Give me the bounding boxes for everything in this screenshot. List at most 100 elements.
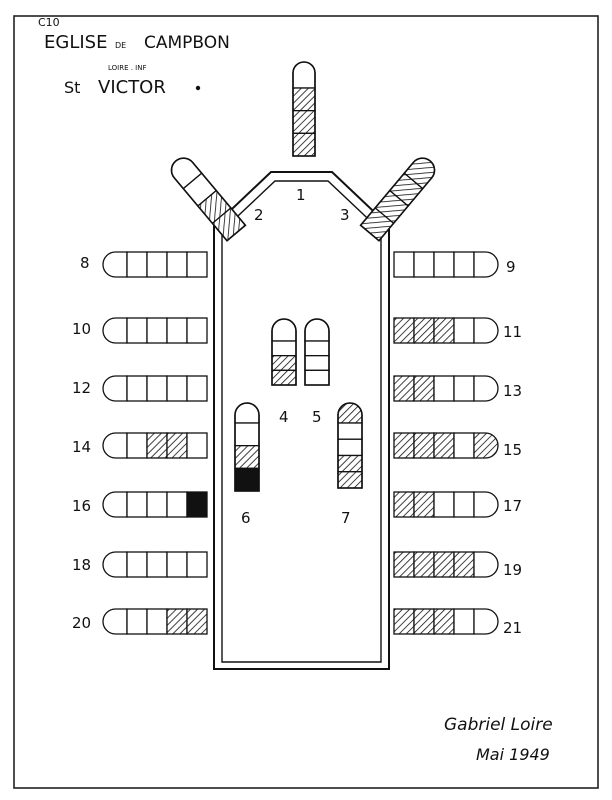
window-cell: [393, 375, 415, 402]
window-cell: [166, 608, 188, 635]
window-cell: [234, 422, 260, 447]
window-cell: [102, 491, 128, 518]
window-outline: [304, 318, 330, 386]
window-cell: [292, 87, 316, 112]
window-cell: [102, 251, 128, 278]
window-cell: [473, 608, 499, 635]
window-cell: [126, 375, 148, 402]
window-cell: [433, 551, 455, 578]
window-cell: [126, 491, 148, 518]
window-outline: [292, 61, 316, 157]
window-21: [393, 608, 499, 635]
window-cell: [393, 251, 415, 278]
window-cell: [102, 375, 128, 402]
window-cell: [304, 340, 330, 357]
window-cell: [453, 317, 475, 344]
window-number-12: 12: [72, 379, 91, 397]
window-cell: [453, 491, 475, 518]
window-17: [393, 491, 499, 518]
window-cell: [166, 317, 188, 344]
window-cell: [433, 251, 455, 278]
window-cell: [433, 432, 455, 459]
window-outline: [359, 157, 436, 242]
title-place: CAMPBON: [144, 33, 230, 53]
window-number-1: 1: [296, 186, 306, 204]
window-cell: [126, 551, 148, 578]
window-10: [102, 317, 208, 344]
window-cell: [413, 432, 435, 459]
window-16: [102, 491, 208, 518]
window-cell: [102, 432, 128, 459]
window-cell: [234, 467, 260, 492]
title-eglise: EGLISE: [44, 32, 107, 53]
window-cell: [433, 491, 455, 518]
window-14: [102, 432, 208, 459]
title-dot: [195, 85, 201, 91]
window-cell: [473, 317, 499, 344]
window-outline: [234, 402, 260, 492]
window-cell: [186, 251, 208, 278]
window-number-16: 16: [72, 497, 91, 515]
window-number-15: 15: [503, 441, 522, 459]
window-cell: [473, 551, 499, 578]
window-cell: [433, 317, 455, 344]
window-cell: [337, 422, 363, 440]
window-number-21: 21: [503, 619, 522, 637]
window-6: [234, 402, 260, 492]
window-cell: [433, 608, 455, 635]
window-outline: [271, 318, 297, 386]
window-number-20: 20: [72, 614, 91, 632]
window-4: [271, 318, 297, 386]
window-number-17: 17: [503, 497, 522, 515]
saint-prefix: St: [64, 78, 80, 97]
window-number-7: 7: [341, 509, 351, 527]
window-cell: [102, 317, 128, 344]
window-cell: [473, 375, 499, 402]
window-number-14: 14: [72, 438, 91, 456]
window-cell: [413, 251, 435, 278]
window-number-10: 10: [72, 320, 91, 338]
window-cell: [413, 551, 435, 578]
window-20: [102, 608, 208, 635]
window-9: [393, 251, 499, 278]
window-cell: [146, 551, 168, 578]
window-cell: [186, 317, 208, 344]
window-number-9: 9: [506, 258, 516, 276]
window-cell: [234, 445, 260, 469]
window-cell: [126, 608, 148, 635]
window-3: [359, 157, 436, 242]
window-number-8: 8: [80, 254, 90, 272]
window-cell: [146, 491, 168, 518]
window-number-6: 6: [241, 509, 251, 527]
window-outline: [170, 157, 247, 242]
subtitle-region: LOIRE . INF: [108, 64, 147, 72]
window-18: [102, 551, 208, 578]
window-cell: [186, 491, 208, 518]
window-cell: [292, 110, 316, 134]
window-cell: [146, 432, 168, 459]
windows-layer: [102, 61, 499, 635]
window-15: [393, 432, 499, 459]
window-12: [102, 375, 208, 402]
window-cell: [146, 608, 168, 635]
window-cell: [473, 251, 499, 278]
window-cell: [126, 432, 148, 459]
window-cell: [453, 375, 475, 402]
window-5: [304, 318, 330, 386]
window-cell: [453, 608, 475, 635]
window-cell: [146, 375, 168, 402]
window-number-13: 13: [503, 382, 522, 400]
window-cell: [453, 251, 475, 278]
window-outline: [337, 402, 363, 489]
window-cell: [186, 375, 208, 402]
window-cell: [413, 608, 435, 635]
window-cell: [413, 491, 435, 518]
window-number-3: 3: [340, 206, 350, 224]
window-number-18: 18: [72, 556, 91, 574]
window-cell: [393, 551, 415, 578]
window-cell: [186, 551, 208, 578]
window-cell: [126, 251, 148, 278]
window-11: [393, 317, 499, 344]
window-cell: [166, 432, 188, 459]
window-13: [393, 375, 499, 402]
